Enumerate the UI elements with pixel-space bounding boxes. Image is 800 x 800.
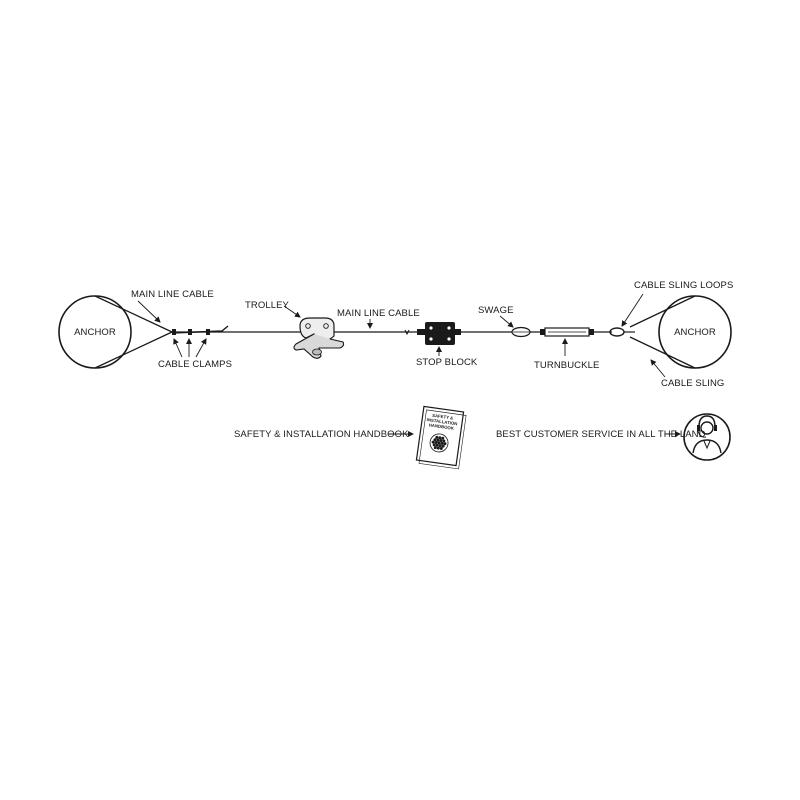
anchor-right-label: ANCHOR bbox=[674, 327, 716, 338]
handbook-icon: SAFETY & INSTALLATION HANDBOOK bbox=[415, 405, 467, 470]
anchor-left: ANCHOR bbox=[58, 295, 173, 369]
handbook-label: SAFETY & INSTALLATION HANDBOOK bbox=[234, 429, 409, 440]
handbook-cover-line2: INSTALLATION bbox=[426, 417, 457, 426]
stop-block-icon bbox=[417, 322, 461, 345]
anchor-right: ANCHOR bbox=[629, 295, 732, 369]
turnbuckle-label: TURNBUCKLE bbox=[534, 360, 599, 371]
main-line-cable-mid-label: MAIN LINE CABLE bbox=[337, 308, 420, 319]
trolley-icon bbox=[293, 317, 345, 359]
cable-cross-section-icon bbox=[429, 433, 449, 453]
main-line-cable-left-label: MAIN LINE CABLE bbox=[131, 289, 214, 300]
handbook-cover-line1: SAFETY & bbox=[432, 413, 454, 421]
cable-clamps bbox=[172, 329, 210, 335]
cable-sling-label: CABLE SLING bbox=[661, 378, 724, 389]
swage-label: SWAGE bbox=[478, 305, 514, 316]
cable-sling-loops-label: CABLE SLING LOOPS bbox=[634, 280, 733, 291]
swage-icon bbox=[511, 326, 531, 338]
arrow-clamp-3 bbox=[195, 338, 207, 358]
customer-service-label: BEST CUSTOMER SERVICE IN ALL THE LAND bbox=[496, 429, 706, 440]
customer-service-agent-icon bbox=[683, 413, 731, 461]
arrow-clamp-1 bbox=[173, 338, 183, 358]
arrow-trolley bbox=[283, 305, 301, 318]
arrow-cable-sling bbox=[650, 359, 666, 378]
anchor-left-label: ANCHOR bbox=[74, 327, 116, 338]
trolley-label: TROLLEY bbox=[245, 300, 290, 311]
arrow-cable-sling-loops bbox=[621, 293, 644, 327]
arrow-swage bbox=[499, 315, 514, 328]
cable-sling-loops bbox=[609, 327, 635, 337]
turnbuckle-icon bbox=[540, 327, 594, 337]
arrow-main-line-cable-left bbox=[137, 300, 161, 323]
cable-clamps-label: CABLE CLAMPS bbox=[158, 359, 232, 370]
handbook-cover-line3: HANDBOOK bbox=[428, 422, 455, 431]
stop-block-label: STOP BLOCK bbox=[416, 357, 478, 368]
